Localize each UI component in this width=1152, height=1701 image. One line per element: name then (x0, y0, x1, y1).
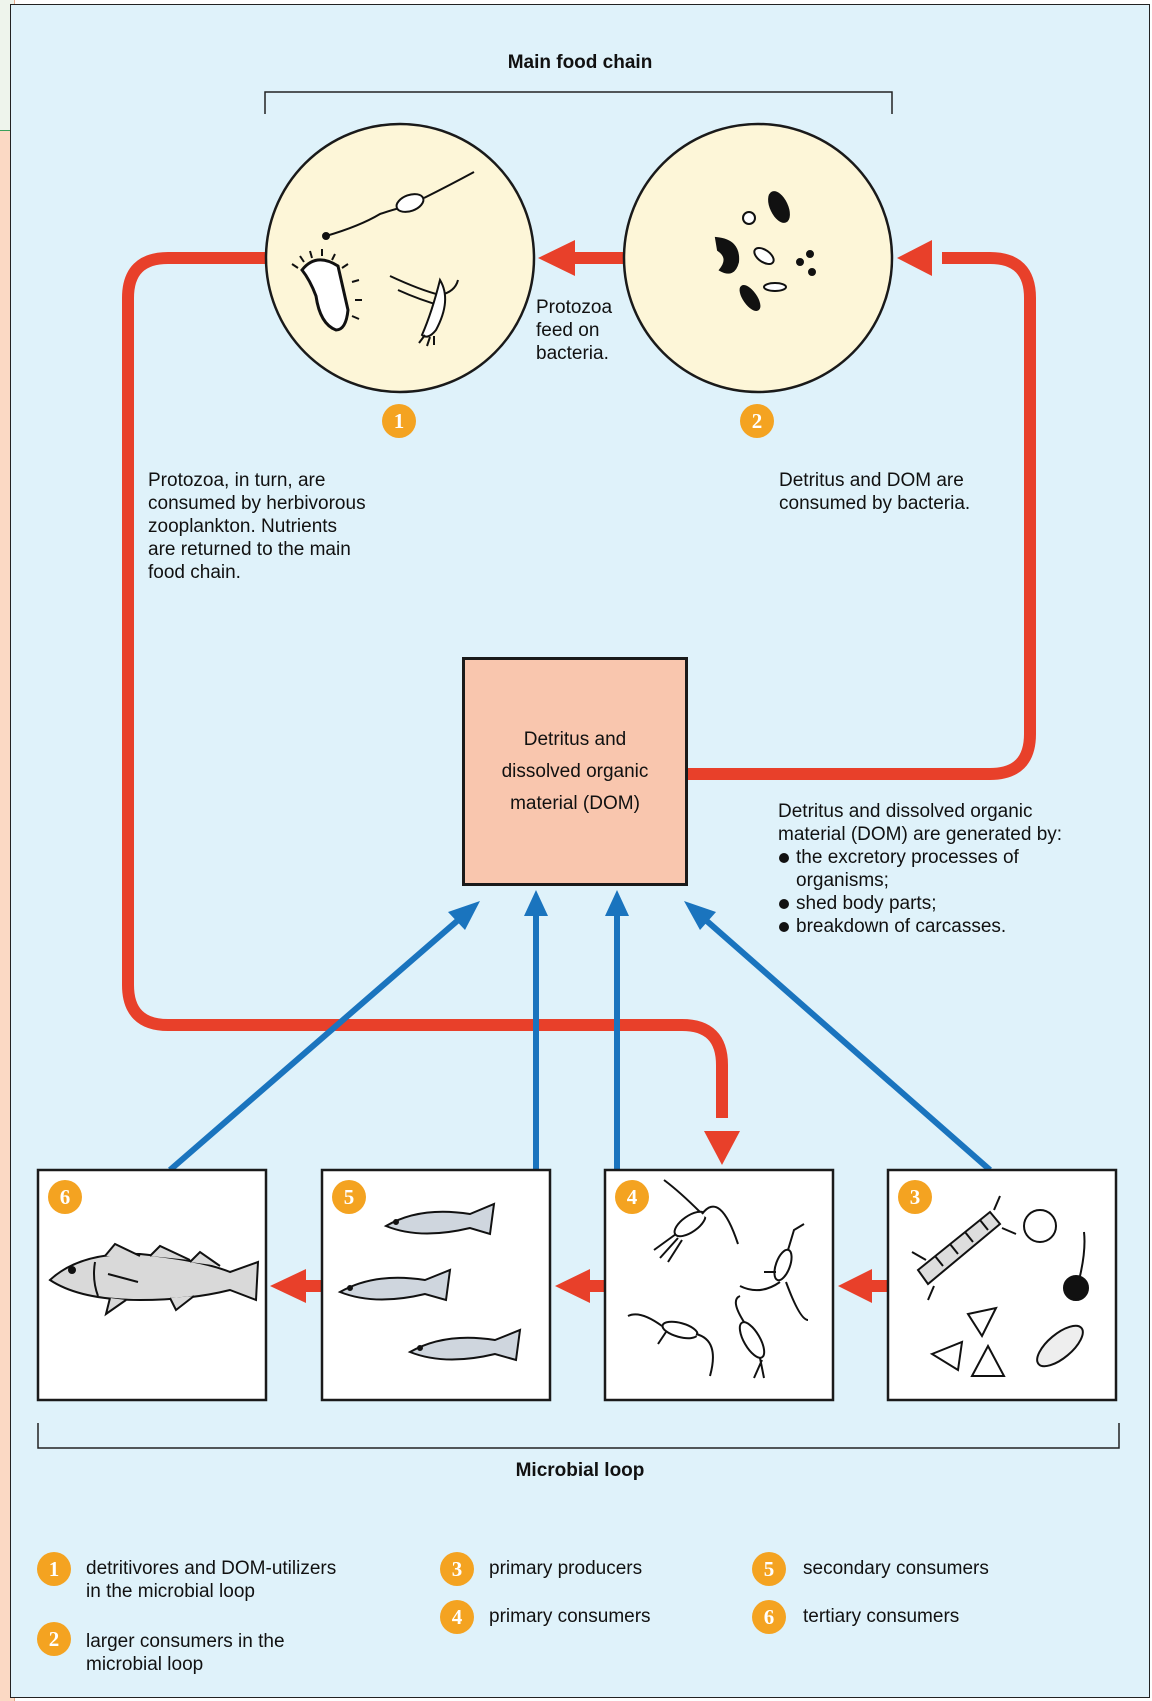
blue-arrows (168, 890, 992, 1173)
main-food-chain-bracket (264, 91, 893, 114)
blue-arrow-box6 (168, 912, 466, 1173)
box-4-badge: 4 (615, 1180, 649, 1214)
circle-2-badge: 2 (740, 404, 774, 438)
red-arrowhead-box3-to-box4 (838, 1269, 872, 1303)
protozoa-consumed-label: Protozoa, in turn, are consumed by herbi… (148, 470, 366, 583)
circle-1-badge: 1 (382, 404, 416, 438)
herring-illustration (337, 1202, 522, 1362)
red-arrowhead-to-circle1 (538, 240, 575, 276)
red-arrowhead-to-circle2 (897, 240, 932, 276)
legend-text-2: larger consumers in the microbial loop (86, 1631, 285, 1675)
generated-by-intro: Detritus and dissolved organic material … (778, 801, 1063, 845)
legend-text-3: primary producers (489, 1558, 643, 1579)
box-5-badge: 5 (332, 1180, 366, 1214)
red-arrow-protozoa-to-zooplankton (122, 252, 728, 1118)
red-arrow-dom-to-bacteria (688, 252, 1036, 780)
red-arrowhead-box5-to-box6 (270, 1269, 306, 1303)
red-arrowhead-box4-to-box5 (555, 1269, 590, 1303)
detritus-consumed-label: Detritus and DOM are consumed by bacteri… (779, 470, 971, 514)
generated-by-list: the excretory processes of organisms; sh… (778, 846, 1019, 938)
legend-text-4: primary consumers (489, 1606, 651, 1627)
legend-text-1: detritivores and DOM-utilizers in the mi… (86, 1558, 337, 1602)
legend-badge-4: 4 (440, 1600, 474, 1634)
bacteria-illustration (714, 191, 816, 311)
legend-text-6: tertiary consumers (803, 1606, 960, 1627)
legend-badge-2: 2 (37, 1622, 71, 1656)
protozoa-circle (264, 122, 536, 394)
legend-badge-3: 3 (440, 1552, 474, 1586)
microbial-loop-label: Microbial loop (515, 1460, 645, 1481)
box-3-badge: 3 (898, 1180, 932, 1214)
dom-box: Detritus and dissolved organic material … (462, 657, 688, 886)
box-6-badge: 6 (48, 1180, 82, 1214)
legend-badge-1: 1 (37, 1552, 71, 1586)
zooplankton-illustration (627, 1179, 809, 1379)
cod-illustration (48, 1242, 260, 1317)
legend-badge-5: 5 (752, 1552, 786, 1586)
generated-by-item: breakdown of carcasses. (778, 915, 1019, 938)
blue-arrow-box3 (698, 912, 992, 1173)
legend-text-5: secondary consumers (803, 1558, 989, 1579)
protozoa-feed-label: Protozoa feed on bacteria. (536, 297, 613, 364)
main-food-chain-label: Main food chain (507, 52, 653, 73)
legend-badge-6: 6 (752, 1600, 786, 1634)
protozoa-illustration (291, 171, 475, 347)
microbial-loop-bracket (37, 1423, 1120, 1449)
phytoplankton-illustration (911, 1195, 1089, 1377)
generated-by-item: the excretory processes of organisms; (778, 846, 1019, 892)
generated-by-item: shed body parts; (778, 892, 1019, 915)
red-arrowhead-to-box4 (704, 1131, 740, 1165)
